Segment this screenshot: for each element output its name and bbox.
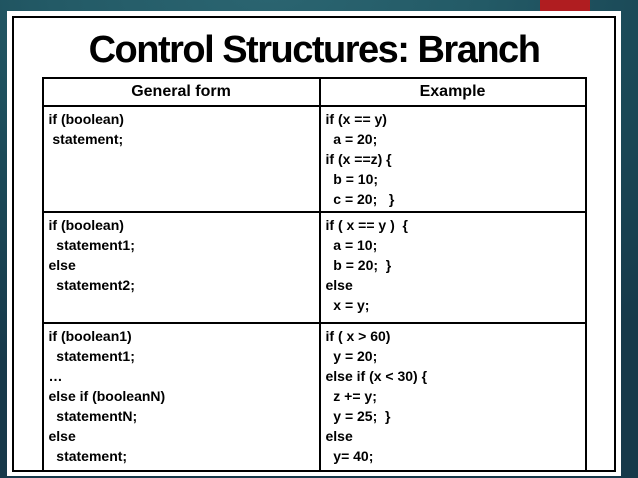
general-form-cell: if (boolean) statement1; else statement2; <box>41 211 321 324</box>
code-line: a = 20; <box>325 131 378 147</box>
code-line: else if (x < 30) { <box>325 368 428 384</box>
column-header-example: Example <box>318 77 587 107</box>
code-line: else <box>325 277 353 293</box>
code-line: … <box>48 368 63 384</box>
code-line: statement; <box>48 131 124 147</box>
red-accent-bar <box>540 0 590 11</box>
code-line: if ( x > 60) <box>325 328 391 344</box>
code-line: b = 10; <box>325 171 379 187</box>
code-line: a = 10; <box>325 237 378 253</box>
code-line: if (boolean) <box>48 111 124 127</box>
code-line: else <box>48 257 76 273</box>
page-title: Control Structures: Branch <box>88 29 541 71</box>
code-line: z += y; <box>325 388 377 404</box>
code-line: statement2; <box>48 277 135 293</box>
table-header: General form Example <box>41 77 587 107</box>
code-line: statementN; <box>48 408 138 424</box>
code-line: if (x ==z) { <box>325 151 392 167</box>
code-line: y= 40; <box>325 448 374 464</box>
code-line: else <box>325 428 353 444</box>
general-form-cell: if (boolean1) statement1; … else if (boole… <box>41 322 321 470</box>
code-line: statement1; <box>48 348 135 364</box>
code-line: x = y; <box>325 297 370 313</box>
code-line: if ( x == y ) { <box>325 217 408 233</box>
branch-structures-table: General form Example if (boolean) statem… <box>41 77 587 470</box>
code-line: else if (booleanN) <box>48 388 166 404</box>
code-line: if (boolean1) <box>48 328 132 344</box>
content-frame: Control Structures: Branch General form … <box>12 16 616 472</box>
code-line: statement; <box>48 448 128 464</box>
example-cell: if (x == y) a = 20;if (x ==z) { b = 10; … <box>318 105 587 213</box>
code-line: else <box>48 428 76 444</box>
example-cell: if ( x > 60) y = 20; else if (x < 30) { z… <box>318 322 587 470</box>
code-line: if (boolean) <box>48 217 124 233</box>
table-row: if (boolean1) statement1; … else if (boole… <box>41 322 587 470</box>
code-line: statement1; <box>48 237 135 253</box>
code-line: b = 20; } <box>325 257 392 273</box>
example-cell: if ( x == y ) { a = 10; b = 20; } else x … <box>318 211 587 324</box>
code-line: y = 20; <box>325 348 378 364</box>
table-row: if (boolean) statement1; else statement2;… <box>41 211 587 324</box>
code-line: y = 25; } <box>325 408 391 424</box>
header-row: General form Example <box>41 77 587 107</box>
general-form-cell: if (boolean) statement; <box>41 105 321 213</box>
code-line: c = 20; } <box>325 191 395 207</box>
table-row: if (boolean) statement; if (x == y) a = … <box>41 105 587 213</box>
code-line: if (x == y) <box>325 111 387 127</box>
content-box: Control Structures: Branch General form … <box>7 11 621 476</box>
column-header-general-form: General form <box>41 77 321 107</box>
